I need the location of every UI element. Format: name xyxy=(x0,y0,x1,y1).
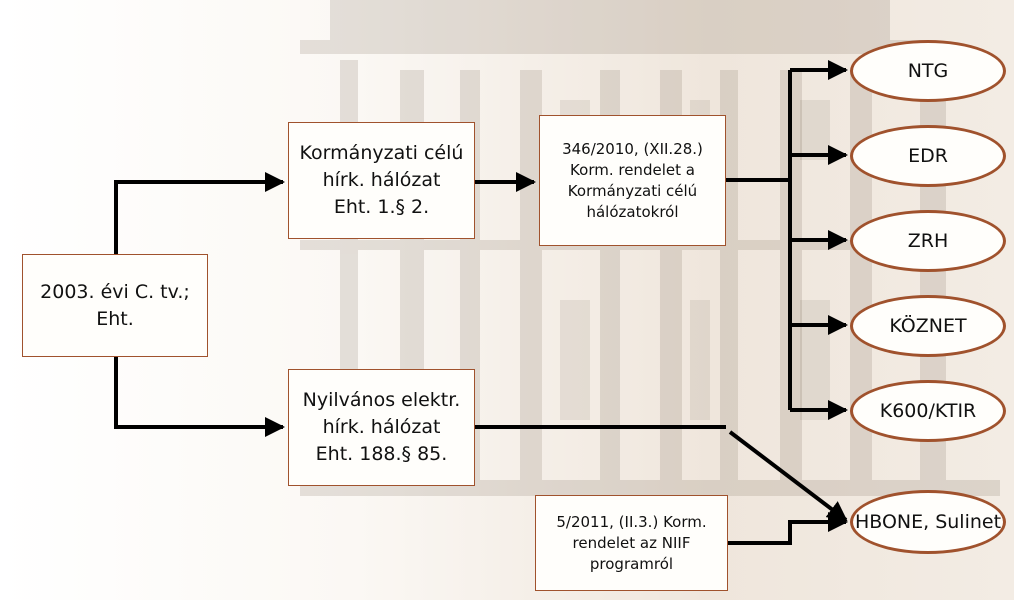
oval-hbone-sulinet: HBONE, Sulinet xyxy=(850,490,1006,554)
gov-decree-line-4: hálózatokról xyxy=(586,202,679,221)
gov-decree-line-3: Kormányzati célú xyxy=(567,181,698,200)
gov-network-line-2: hírk. hálózat xyxy=(322,169,441,191)
gov-network-box: Kormányzati célú hírk. hálózat Eht. 1.§ … xyxy=(288,122,475,239)
niif-decree-line-1: 5/2011, (II.3.) Korm. xyxy=(556,512,707,531)
arrow-niif-to-hbone xyxy=(728,512,848,545)
public-network-box: Nyilvános elektr. hírk. hálózat Eht. 188… xyxy=(288,369,475,486)
niif-decree-line-2: rendelet az NIIF xyxy=(572,533,691,552)
gov-decree-line-1: 346/2010, (XII.28.) xyxy=(562,139,703,158)
oval-zrh: ZRH xyxy=(850,210,1006,272)
gov-network-line-1: Kormányzati célú xyxy=(299,142,464,164)
oval-koznet: KÖZNET xyxy=(850,295,1006,357)
gov-decree-box: 346/2010, (XII.28.) Korm. rendelet a Kor… xyxy=(539,115,726,246)
public-network-line-1: Nyilvános elektr. xyxy=(302,389,461,411)
root-law-box: 2003. évi C. tv.; Eht. xyxy=(22,254,208,357)
oval-k600-ktir: K600/KTIR xyxy=(850,380,1006,442)
oval-ntg: NTG xyxy=(850,40,1006,102)
oval-edr: EDR xyxy=(850,125,1006,187)
public-network-line-2: hírk. hálózat xyxy=(322,416,441,438)
arrow-public-to-hbone xyxy=(728,430,848,522)
arrow-root-to-gov-network xyxy=(114,172,285,254)
root-law-line-1: 2003. évi C. tv.; xyxy=(40,280,190,303)
niif-decree-line-3: programról xyxy=(589,554,674,573)
gov-network-line-3: Eht. 1.§ 2. xyxy=(333,196,430,218)
public-network-line-3: Eht. 188.§ 85. xyxy=(315,443,448,465)
niif-decree-box: 5/2011, (II.3.) Korm. rendelet az NIIF p… xyxy=(535,495,728,591)
arrow-root-to-public-network xyxy=(114,357,285,437)
root-law-line-2: Eht. xyxy=(96,307,134,330)
gov-decree-line-2: Korm. rendelet a xyxy=(570,160,695,179)
